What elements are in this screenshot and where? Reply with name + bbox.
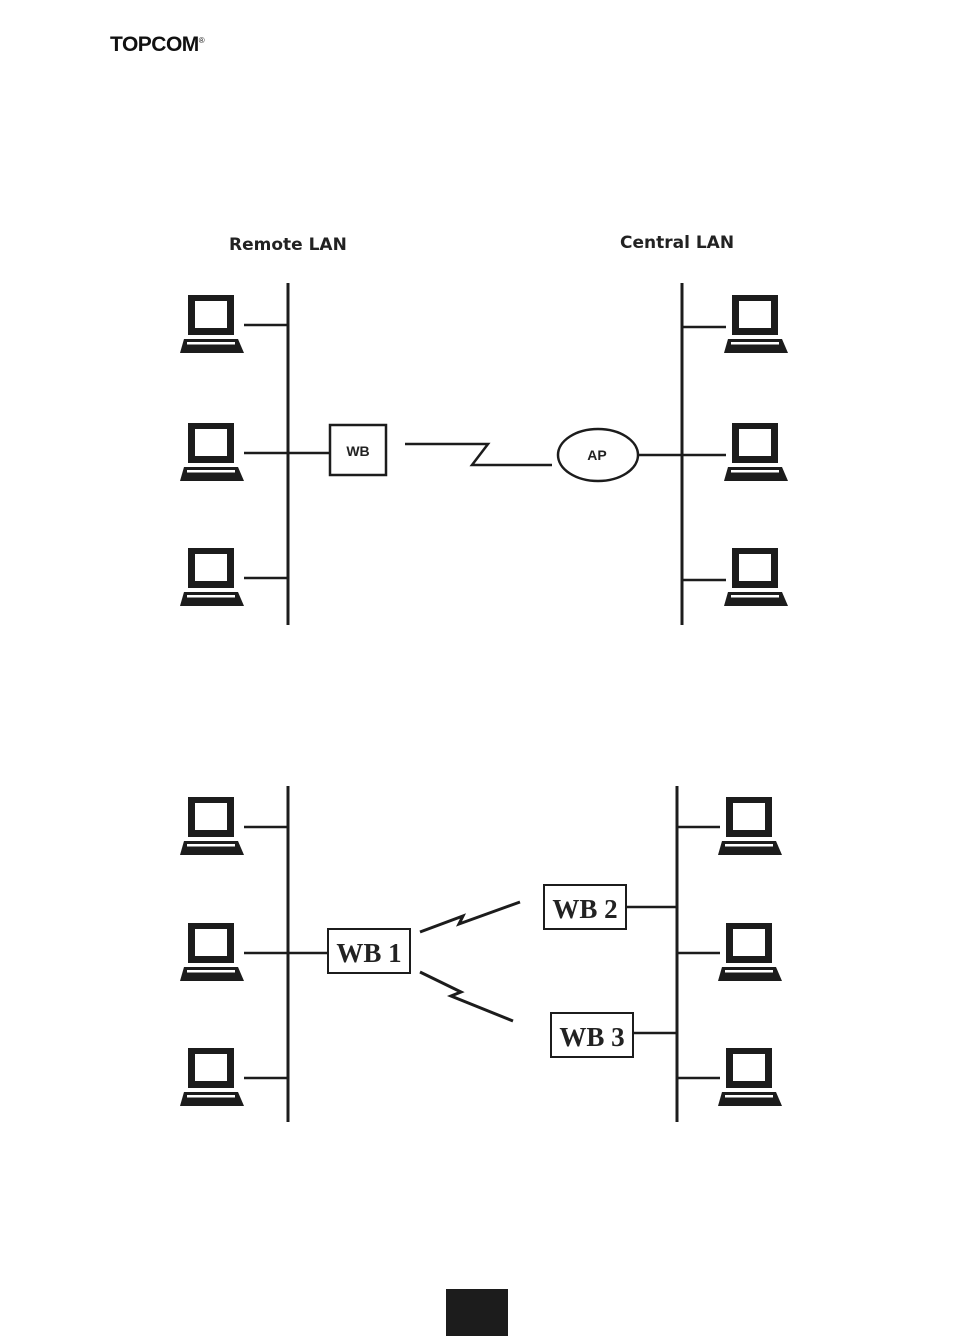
laptop-icon xyxy=(180,423,244,481)
laptop-icon xyxy=(180,1048,244,1106)
laptop-icon xyxy=(724,548,788,606)
wireless-bridge-label: WB xyxy=(346,443,369,459)
laptop-icon xyxy=(718,1048,782,1106)
wireless-link-icon xyxy=(420,972,513,1021)
laptop-icon xyxy=(180,923,244,981)
wireless-bridge-3-label: WB 3 xyxy=(559,1022,624,1052)
laptop-icon xyxy=(180,295,244,353)
page-number-tab xyxy=(446,1289,508,1336)
laptop-icon xyxy=(718,797,782,855)
laptop-icon xyxy=(724,423,788,481)
access-point-label: AP xyxy=(587,447,606,463)
wireless-link-icon xyxy=(420,902,520,932)
central-lan-label: Central LAN xyxy=(620,233,734,253)
laptop-icon xyxy=(180,548,244,606)
wireless-bridge-2-label: WB 2 xyxy=(552,894,617,924)
wireless-link-icon xyxy=(405,444,552,465)
laptop-icon xyxy=(718,923,782,981)
laptop-icon xyxy=(724,295,788,353)
wireless-bridge-1-label: WB 1 xyxy=(336,938,401,968)
laptop-icon xyxy=(180,797,244,855)
remote-lan-label: Remote LAN xyxy=(229,235,347,255)
